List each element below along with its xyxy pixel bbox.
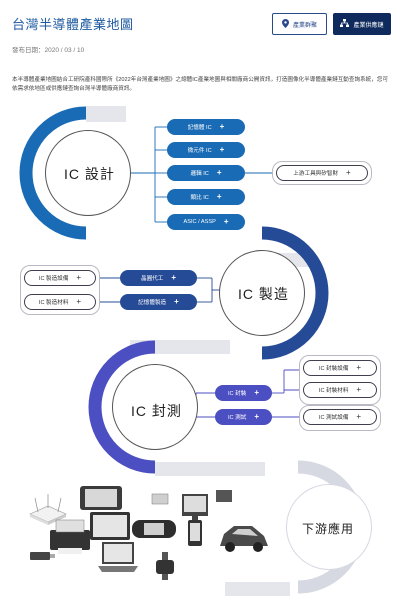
item-label: 上游工具與矽智財 <box>293 171 339 177</box>
plus-icon: + <box>216 192 222 201</box>
ic-packaging-hub <box>112 364 198 450</box>
item-label: ASIC / ASSP <box>183 219 216 225</box>
item-label: 晶圓代工 <box>140 276 164 282</box>
item-label: 類比 IC <box>190 195 209 201</box>
ic-manufacturing-connectors <box>96 277 222 303</box>
page-title: 台灣半導體產業地圖 <box>12 17 134 32</box>
plus-icon: + <box>219 145 225 154</box>
plus-icon: + <box>219 122 225 131</box>
ic-design-hub <box>45 130 131 216</box>
item-label: IC 封裝設備 <box>318 366 349 372</box>
ic-manufacturing-item-memory[interactable]: 記憶體製造 + <box>120 294 197 310</box>
plus-icon: + <box>223 217 229 226</box>
plus-icon: + <box>174 297 179 306</box>
plus-icon: + <box>76 273 82 282</box>
item-label: IC 封裝 <box>227 391 247 397</box>
industry-cluster-label: 產業群聚 <box>292 22 317 29</box>
gray-bar <box>155 462 265 476</box>
downstream-hub <box>286 484 372 570</box>
phone-icon <box>188 520 202 546</box>
plus-icon: + <box>216 168 222 177</box>
item-label: 邏輯 IC <box>190 171 209 177</box>
item-label: 記憶體製造 <box>138 300 167 306</box>
plus-icon: + <box>254 412 259 421</box>
laptop-icon <box>98 542 138 572</box>
supply-chain-button[interactable]: 產業供應鏈 <box>333 13 391 35</box>
car-icon <box>220 526 268 552</box>
location-pin-icon <box>281 18 289 30</box>
plus-icon: + <box>254 388 259 397</box>
ic-packaging-arc <box>88 340 156 474</box>
ic-manufacturing-hub <box>219 250 305 336</box>
ic-manufacturing-materials-button[interactable]: IC 製造材料 + <box>24 294 96 310</box>
item-label: 記憶體 IC <box>187 125 212 131</box>
supply-chain-label: 產業供應鏈 <box>353 22 384 29</box>
plus-icon: + <box>356 363 362 372</box>
ic-manufacturing-label[interactable]: IC 製造 <box>238 286 289 302</box>
publish-date: 發布日期：2020 / 03 / 10 <box>12 47 85 54</box>
ic-design-item-asic[interactable]: ASIC / ASSP + <box>167 214 245 230</box>
router-icon <box>29 494 67 525</box>
plus-icon: + <box>356 385 362 394</box>
printer-icon <box>50 519 90 554</box>
ic-packaging-label[interactable]: IC 封測 <box>131 403 182 419</box>
ic-packaging-materials-button[interactable]: IC 封裝材料 + <box>303 382 377 398</box>
plus-icon: + <box>171 273 177 282</box>
ic-packaging-item-test[interactable]: IC 測試 + <box>215 409 272 425</box>
ic-packaging-item-package[interactable]: IC 封裝 + <box>215 385 272 401</box>
plus-icon: + <box>346 168 351 177</box>
item-label: IC 製造材料 <box>38 300 69 306</box>
network-icon <box>340 19 350 29</box>
ic-design-label[interactable]: IC 設計 <box>64 166 115 182</box>
ssd-icon <box>216 490 232 502</box>
ic-manufacturing-item-foundry[interactable]: 晶圓代工 + <box>120 270 197 286</box>
ic-manufacturing-arc <box>261 226 329 360</box>
item-label: 微元件 IC <box>187 148 212 154</box>
downstream-devices-illustration <box>29 486 268 580</box>
ic-design-arc <box>19 106 87 240</box>
item-label: IC 封裝材料 <box>318 388 349 394</box>
usb-drive-icon <box>30 552 55 560</box>
plus-icon: + <box>76 297 82 306</box>
item-label: IC 製造設備 <box>38 276 69 282</box>
ereader-icon <box>80 486 122 510</box>
downstream-label[interactable]: 下游應用 <box>302 522 355 536</box>
industry-cluster-button[interactable]: 產業群聚 <box>272 13 327 35</box>
upstream-tools-ip-button[interactable]: 上游工具與矽智財 + <box>276 165 368 181</box>
gray-bar <box>225 582 290 596</box>
item-label: IC 測試 <box>227 415 247 421</box>
smartwatch-icon <box>156 552 174 580</box>
ic-packaging-equipment-button[interactable]: IC 封裝設備 + <box>303 360 377 376</box>
ic-test-equipment-button[interactable]: IC 測試設備 + <box>303 409 377 425</box>
ic-design-connectors <box>130 126 276 223</box>
ic-design-item-logic[interactable]: 邏輯 IC + <box>167 165 245 181</box>
gray-bar <box>86 106 126 122</box>
ic-design-item-memory[interactable]: 記憶體 IC + <box>167 119 245 135</box>
ic-manufacturing-equipment-button[interactable]: IC 製造設備 + <box>24 270 96 286</box>
tablet-icon <box>90 512 130 540</box>
ic-design-item-analog[interactable]: 類比 IC + <box>167 189 245 205</box>
intro-paragraph: 本半導體產業地圖結合工研院產科國際所《2022年台灣產業地圖》之總體IC產業地圖… <box>12 77 389 92</box>
game-console-icon <box>132 520 176 538</box>
monitor-icon <box>182 494 208 522</box>
item-label: IC 測試設備 <box>318 415 349 421</box>
chip-icon <box>151 493 169 505</box>
ic-design-item-micro[interactable]: 微元件 IC + <box>167 142 245 158</box>
plus-icon: + <box>356 412 362 421</box>
ic-packaging-connectors <box>180 369 303 418</box>
